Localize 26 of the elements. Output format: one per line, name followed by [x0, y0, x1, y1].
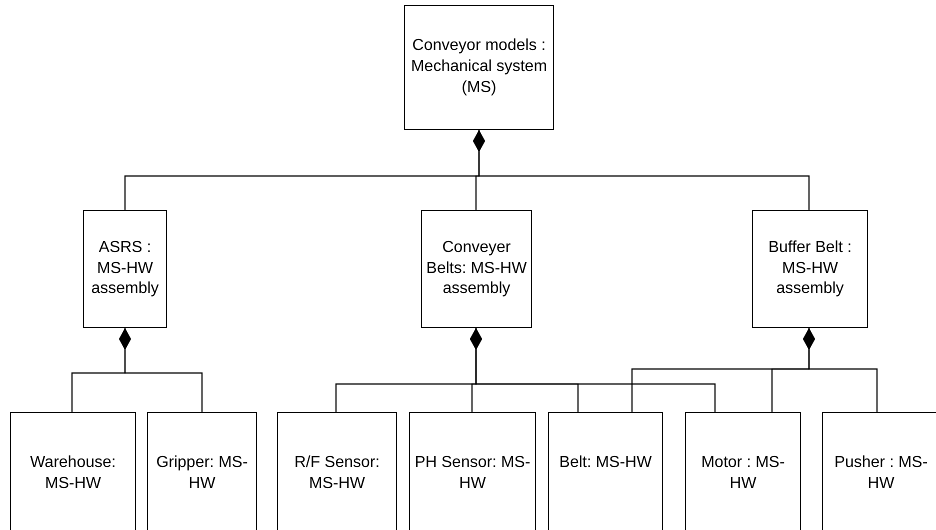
class-box [147, 412, 257, 530]
class-name: ASRS : MS-HW assembly [90, 238, 160, 300]
class-box [277, 412, 397, 530]
class-box [409, 412, 536, 530]
class-name: Buffer Belt : MS-HW assembly [767, 238, 853, 300]
class-box [83, 210, 167, 328]
class-name: Conveyor models : Mechanical system (MS) [410, 36, 548, 98]
class-name: R/F Sensor: MS-HW [293, 453, 381, 494]
class-box [822, 412, 936, 530]
composition-connector [119, 328, 203, 412]
class-name: Motor : MS-HW [700, 453, 786, 494]
class-name: Warehouse: MS-HW [29, 453, 117, 494]
class-box [10, 412, 136, 530]
composition-connector [803, 328, 878, 412]
composition-connector [470, 328, 716, 412]
class-name: Belt: MS-HW [559, 453, 652, 473]
class-box [421, 210, 532, 328]
class-box [404, 5, 554, 130]
class-name: Gripper: MS-HW [155, 453, 249, 494]
class-box [752, 210, 868, 328]
class-box [685, 412, 801, 530]
class-box [548, 412, 663, 530]
composition-connector [473, 130, 810, 210]
class-name: Pusher : MS-HW [833, 453, 929, 494]
class-name: Conveyer Belts: MS-HW assembly [425, 238, 528, 300]
class-name: PH Sensor: MS-HW [414, 453, 532, 494]
